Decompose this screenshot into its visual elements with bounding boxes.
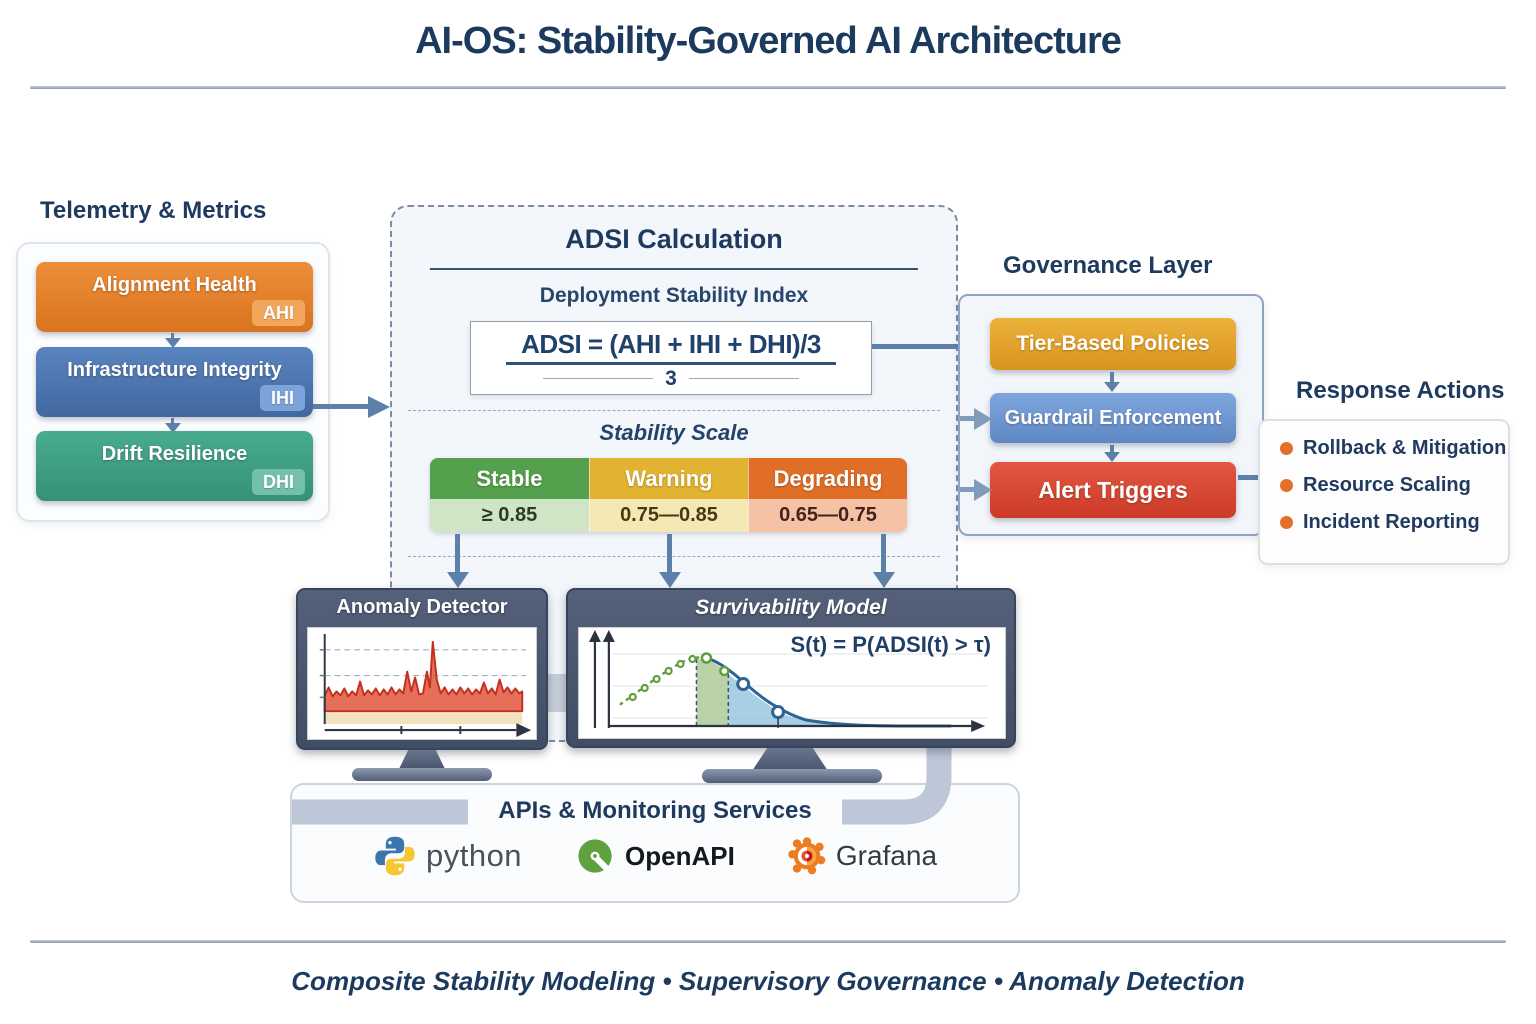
arrow-head [164,338,181,348]
page-title: AI-OS: Stability-Governed AI Architectur… [415,20,1122,62]
scale-header-stable: Stable [430,458,589,499]
adsi-formula-denominator: 3 [665,366,677,390]
survivability-monitor-title: Survivability Model [695,596,887,619]
metric-infrastructure-integrity: Infrastructure Integrity IHI [36,347,313,417]
adsi-formula-numerator: ADSI = (AHI + IHI + DHI)/3 [521,329,821,359]
response-item-label: Rollback & Mitigation [1303,437,1507,459]
arrow-head [446,572,469,588]
anomaly-monitor-title: Anomaly Detector [336,596,508,618]
scale-header-degrading: Degrading [748,458,907,499]
anomaly-monitor-screen [307,627,537,740]
arrow-head [658,572,681,588]
survivability-monitor: Survivability Model [566,588,1016,748]
scale-range-stable: ≥ 0.85 [430,499,589,532]
metric-badge-ahi: AHI [252,300,305,326]
footer-tagline: Composite Stability Modeling • Superviso… [291,966,1245,996]
arrow-head [872,572,895,588]
arrow-stem [881,534,886,572]
python-label: python [425,838,523,873]
response-heading: Response Actions [1296,377,1505,404]
anomaly-monitor-base [352,768,492,781]
scale-range-degrading: 0.65—0.75 [748,499,907,532]
openapi-icon [578,839,612,873]
response-item-scaling: Resource Scaling [1280,474,1471,497]
bullet-icon [1280,516,1293,529]
metric-label: Infrastructure Integrity [67,359,282,381]
denominator-line [688,377,799,380]
response-item-reporting: Incident Reporting [1280,511,1480,534]
bottom-divider [30,940,1506,943]
arrow-head [164,423,181,433]
adsi-formula-denominator-row: 3 [471,367,871,391]
python-icon [375,836,415,876]
adsi-heading: ADSI Calculation [565,224,783,254]
arrow-head [1104,452,1120,462]
stability-scale-table: Stable Warning Degrading ≥ 0.85 0.75—0.8… [430,458,907,532]
governance-guardrail-enforcement: Guardrail Enforcement [990,393,1236,443]
fraction-bar [506,362,836,365]
arrow-stem [313,404,368,409]
arrow-stem [960,416,974,421]
openapi-label: OpenAPI [625,840,735,871]
anomaly-monitor: Anomaly Detector [296,588,548,750]
grafana-label: Grafana [835,840,938,871]
logo-openapi: OpenAPI [574,835,735,877]
logo-grafana: Grafana [787,836,937,876]
survival-curve-chart [588,630,988,732]
logo-python: python [373,834,522,878]
arrow-stem [872,344,964,349]
denominator-line [543,377,654,380]
stability-scale-heading: Stability Scale [599,420,749,445]
arrow-stem [667,534,672,572]
metric-badge-dhi: DHI [252,469,305,495]
survivability-monitor-base [702,769,882,783]
anomaly-chart [319,633,532,738]
adsi-subheading: Deployment Stability Index [539,284,809,307]
anomaly-monitor-stand [399,750,445,769]
survivability-formula: S(t) = P(ADSI(t) > τ) [790,632,991,657]
survivability-monitor-stand [752,748,828,771]
scale-range-warning: 0.75—0.85 [589,499,748,532]
scale-header-warning: Warning [589,458,748,499]
metric-badge-ihi: IHI [259,385,305,411]
adsi-separator [408,556,940,557]
arrow-head [974,407,992,430]
response-item-label: Resource Scaling [1303,474,1471,496]
metric-alignment-health: Alignment Health AHI [36,262,313,332]
arrow-stem [455,534,460,572]
arrow-head [1104,382,1120,392]
metric-label: Alignment Health [92,274,257,296]
services-heading: APIs & Monitoring Services [468,794,842,830]
monitor-link-connector [546,674,568,712]
arrow-stem [1110,372,1114,383]
arrow-stem [171,333,174,340]
grafana-icon [788,837,826,875]
arrow-stem [171,418,174,425]
telemetry-heading: Telemetry & Metrics [40,197,267,224]
governance-alert-triggers: Alert Triggers [990,462,1236,518]
governance-tier-based-policies: Tier-Based Policies [990,318,1236,370]
adsi-heading-underline [430,268,918,270]
bullet-icon [1280,442,1293,455]
arrow-stem [960,487,974,492]
adsi-formula-box: ADSI = (AHI + IHI + DHI)/3 3 [470,321,872,395]
arrow-head [368,395,390,418]
top-divider [30,86,1506,89]
survivability-monitor-screen: S(t) = P(ADSI(t) > τ) [578,627,1006,739]
arrow-stem [1238,475,1266,480]
metric-drift-resilience: Drift Resilience DHI [36,431,313,501]
response-item-rollback: Rollback & Mitigation [1280,437,1506,460]
governance-heading: Governance Layer [1003,252,1213,279]
response-item-label: Incident Reporting [1303,511,1480,533]
arrow-stem [1110,445,1114,454]
adsi-separator [408,410,940,411]
metric-label: Drift Resilience [101,443,248,465]
arrow-head [974,478,992,501]
bullet-icon [1280,479,1293,492]
services-logos-row: python OpenAPI [290,834,1020,878]
response-container [1258,419,1510,565]
